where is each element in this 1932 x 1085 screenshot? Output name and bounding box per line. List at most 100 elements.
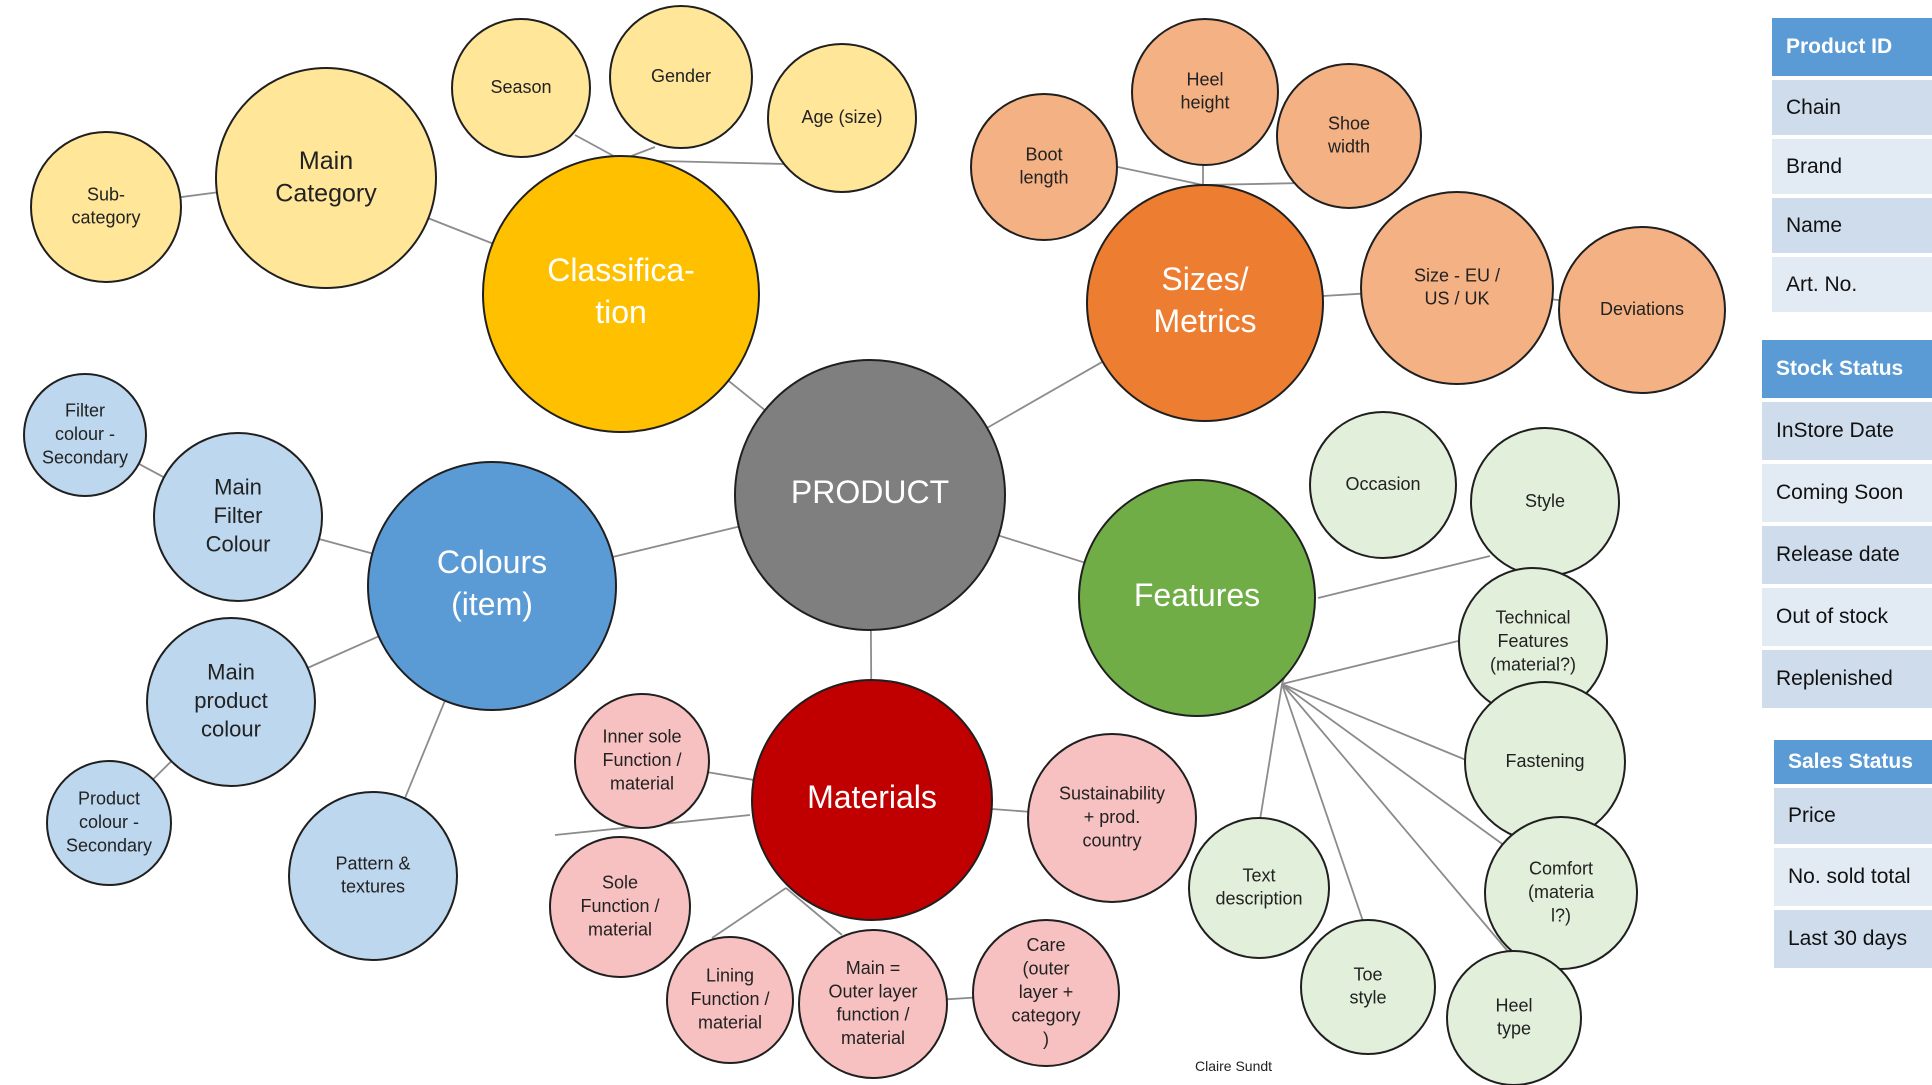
- product-id-item-chain: Chain: [1772, 76, 1932, 135]
- connector-main-category-sub-category: [180, 191, 218, 199]
- connector-branch-15: [711, 887, 787, 939]
- sole-circle: [549, 836, 691, 978]
- classification-label: Classifica-tion: [547, 253, 695, 331]
- connector-materials-sustainability: [991, 808, 1029, 813]
- gender-circle: [609, 5, 753, 149]
- fastening-label: Fastening: [1505, 751, 1584, 771]
- connector-main-product-product-secondary: [152, 760, 172, 780]
- connector-colours-pattern: [404, 700, 446, 799]
- care-circle: [972, 919, 1120, 1067]
- connector-size-eu-deviations: [1552, 298, 1560, 302]
- main-category-circle: [215, 67, 437, 289]
- gender-label: Gender: [651, 66, 711, 86]
- connector-center-features: [998, 534, 1085, 564]
- materials-circle: [751, 679, 993, 921]
- sales-status-item-no-sold-total: No. sold total: [1774, 844, 1932, 906]
- features-circle: [1078, 479, 1316, 717]
- product-id-item-name: Name: [1772, 194, 1932, 253]
- connector-branch-12: [1281, 683, 1367, 931]
- stock-status-item-release-date: Release date: [1762, 522, 1932, 584]
- age-label: Age (size): [801, 107, 882, 127]
- season-node: Season: [451, 18, 591, 158]
- deviations-label: Deviations: [1600, 299, 1684, 319]
- season-label: Season: [490, 77, 551, 97]
- main-filter-circle: [153, 432, 323, 602]
- occasion-label: Occasion: [1345, 474, 1420, 494]
- gender-node: Gender: [609, 5, 753, 149]
- fastening-node: Fastening: [1464, 681, 1626, 843]
- inner-sole-circle: [574, 693, 710, 829]
- stock-status-item-out-of-stock: Out of stock: [1762, 584, 1932, 646]
- features-label: Features: [1134, 577, 1260, 613]
- connector-branch-9: [1281, 683, 1467, 761]
- sizes-circle: [1086, 184, 1324, 422]
- connector-colours-main-product: [307, 635, 380, 669]
- sales-status-header: Sales Status: [1774, 740, 1932, 784]
- author-credit: Claire Sundt: [1195, 1058, 1273, 1074]
- connector-sizes-size-eu: [1322, 292, 1362, 297]
- product-secondary-circle: [46, 760, 172, 886]
- size-eu-circle: [1360, 191, 1554, 385]
- connector-branch-10: [1281, 683, 1506, 847]
- product-id-panel: Product ID Chain Brand Name Art. No.: [1772, 18, 1932, 312]
- product-id-item-art-no: Art. No.: [1772, 253, 1932, 312]
- sustainability-label: Sustainability+ prod.country: [1059, 783, 1165, 850]
- classification-circle: [482, 155, 760, 433]
- center-label: PRODUCT: [791, 474, 949, 510]
- connector-branch-3: [1117, 166, 1204, 186]
- season-circle: [451, 18, 591, 158]
- stock-status-panel: Stock Status InStore Date Coming Soon Re…: [1762, 340, 1932, 708]
- product-id-header: Product ID: [1772, 18, 1932, 76]
- sub-category-node: Sub-category: [30, 131, 182, 283]
- stock-status-header: Stock Status: [1762, 340, 1932, 398]
- sub-category-label: Sub-category: [71, 184, 140, 227]
- boot-length-circle: [970, 93, 1118, 241]
- deviations-circle: [1558, 226, 1726, 394]
- text-description-circle: [1188, 817, 1330, 959]
- connector-center-colours: [612, 525, 739, 558]
- colours-circle: [367, 461, 617, 711]
- style-node: Style: [1470, 427, 1620, 577]
- classification-node: Classifica-tion: [482, 155, 760, 433]
- main-product-circle: [146, 617, 316, 787]
- sub-category-circle: [30, 131, 182, 283]
- stock-status-item-instore-date: InStore Date: [1762, 398, 1932, 460]
- product-id-item-brand: Brand: [1772, 135, 1932, 194]
- age-circle: [767, 43, 917, 193]
- connector-main-filter-filter-secondary: [138, 463, 165, 479]
- sustainability-circle: [1027, 733, 1197, 903]
- pattern-node: Pattern &textures: [288, 791, 458, 961]
- materials-label: Materials: [807, 779, 937, 815]
- connector-branch-8: [1281, 640, 1459, 685]
- filter-secondary-circle: [23, 373, 147, 497]
- sizes-node: Sizes/Metrics: [1086, 184, 1324, 422]
- sales-status-item-last-30-days: Last 30 days: [1774, 906, 1932, 968]
- center-node: PRODUCT: [734, 359, 1006, 631]
- heel-type-circle: [1446, 950, 1582, 1085]
